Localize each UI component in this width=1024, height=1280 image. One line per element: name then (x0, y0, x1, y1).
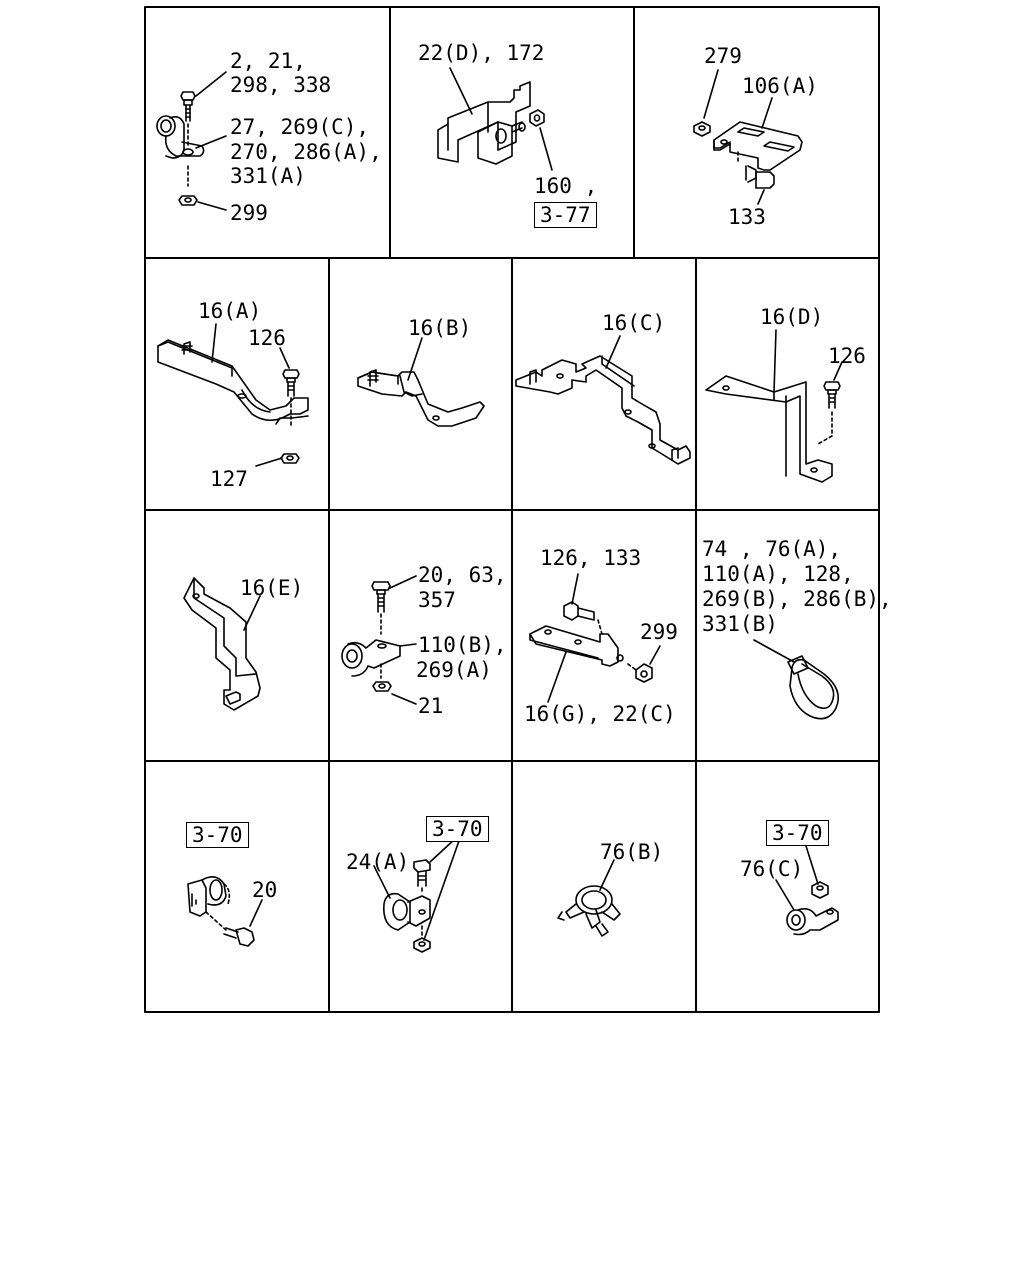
rubber-clip-bolt-part (341, 575, 417, 705)
callout-r2c4-b: 126 (828, 344, 866, 368)
callout-r3c3-a: 126, 133 (540, 546, 642, 570)
callout-r1c1-b1: 27, 269(C), (230, 115, 370, 139)
callout-r3c3-c: 16(G), 22(C) (524, 702, 676, 726)
callout-r1c1-b2: 270, 286(A), (230, 140, 382, 164)
callout-r3c2-a1: 20, 63, (418, 563, 507, 587)
bracket-16a-part (157, 323, 309, 467)
callout-r1c1-c: 299 (230, 201, 268, 225)
callout-r2c1-a: 16(A) (198, 299, 262, 323)
ref-box-r4c2: 3-70 (426, 816, 489, 842)
callout-r2c1-b: 126 (248, 326, 286, 350)
cushion-clip-part (187, 876, 263, 947)
callout-r2c4-a: 16(D) (760, 305, 824, 329)
clip-76c-part (775, 845, 839, 936)
callout-r1c3-b: 106(A) (742, 74, 818, 98)
bracket-22d-part (437, 67, 553, 171)
bracket-16e-part (183, 577, 261, 711)
callout-r1c3-c: 133 (728, 205, 766, 229)
clip-bolt-nut-part (156, 71, 227, 211)
bracket-16b-part (357, 337, 485, 427)
callout-r1c1-a1: 2, 21, (230, 49, 306, 73)
callout-r2c3-a: 16(C) (602, 311, 666, 335)
bracket-16d-part (705, 329, 843, 483)
callout-r1c1-b3: 331(A) (230, 164, 306, 188)
callout-r2c2-a: 16(B) (408, 316, 472, 340)
ref-box-r4c4: 3-70 (766, 820, 829, 846)
clip-24a-part (373, 837, 461, 953)
callout-r3c2-b1: 110(B), (418, 633, 507, 657)
callout-r3c4-a1: 74 , 76(A), (702, 537, 842, 561)
callout-r1c2-b: 160 , (534, 174, 598, 198)
callout-r4c3-a: 76(B) (600, 840, 664, 864)
callout-r3c2-b2: 269(A) (416, 658, 492, 682)
callout-r3c4-a3: 269(B), 286(B), (702, 587, 892, 611)
bracket-16g-part (529, 573, 661, 703)
slotted-bracket-106a-part (693, 69, 803, 205)
callout-r3c4-a2: 110(A), 128, (702, 562, 854, 586)
callout-r1c1-a2: 298, 338 (230, 73, 332, 97)
callout-r4c2-a: 24(A) (346, 850, 410, 874)
callout-r2c1-c: 127 (210, 467, 248, 491)
callout-r1c3-a: 279 (704, 44, 742, 68)
bracket-16c-part (515, 335, 691, 465)
clamp-76b-part (557, 859, 621, 937)
callout-r3c1-a: 16(E) (240, 576, 304, 600)
callout-r4c1-a: 20 (252, 878, 278, 902)
callout-r3c2-a2: 357 (418, 588, 456, 612)
callout-r3c2-c: 21 (418, 694, 444, 718)
ref-box-r4c1: 3-70 (186, 822, 249, 848)
ref-box-r1c2: 3-77 (534, 202, 597, 228)
cable-tie-part (753, 639, 840, 720)
callout-r3c4-a4: 331(B) (702, 612, 778, 636)
callout-r1c2-a: 22(D), 172 (418, 41, 545, 65)
callout-r4c4-a: 76(C) (740, 857, 804, 881)
grid-lines (144, 6, 880, 1013)
callout-r3c3-b: 299 (640, 620, 678, 644)
